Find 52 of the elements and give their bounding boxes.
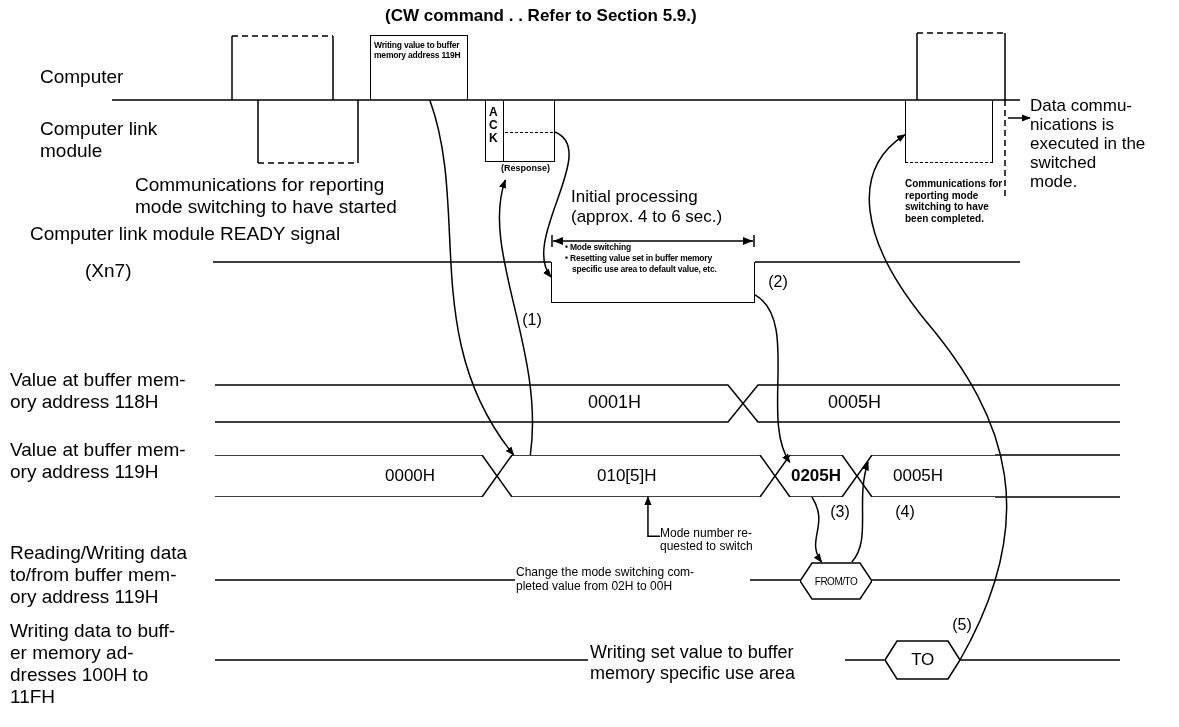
bullet-item: • Mode switching — [565, 242, 632, 254]
pulse-box — [370, 35, 468, 100]
edge-label: (3) — [829, 504, 851, 520]
signal-label: Computer — [40, 66, 125, 88]
bus-value-segment — [775, 455, 857, 497]
hexagon-text: TO — [911, 649, 934, 672]
ack-letters: ACK — [489, 106, 499, 146]
leader-line — [644, 496, 661, 537]
response-text: (Response) — [501, 164, 550, 173]
curved-arrow — [498, 179, 534, 456]
curved-arrow — [868, 133, 1008, 661]
bus-value-segment — [857, 455, 995, 497]
curved-arrow — [851, 461, 870, 563]
signal-label: Value at buffer mem- ory address 118H — [10, 369, 187, 413]
value-text: 010[5]H — [597, 465, 657, 488]
edge-label: (5) — [951, 617, 973, 633]
edge-label: (2) — [767, 274, 789, 290]
pulse-box — [905, 100, 993, 163]
pulse-text: Writing value to buffer memory address 119H — [374, 41, 462, 61]
signal-label: Computer link module READY signal — [30, 223, 342, 245]
hexagon-text: FROM/TO — [814, 574, 858, 589]
signal-label: Change the mode switching com- pleted value from 02H to 00H — [516, 566, 696, 594]
curved-arrow — [811, 496, 823, 563]
signal-label: Writing data to buff- er memory ad- dresses 100H to 11FH — [10, 620, 177, 708]
bus-value-segment — [215, 455, 497, 497]
signal-label: 0001H — [588, 392, 643, 413]
value-text: 0000H — [385, 465, 436, 488]
value-text: 0205H — [789, 465, 843, 488]
signal-label: Communications for reporting mode switching to have been completed. — [905, 178, 1004, 224]
note-text: Mode number re- quested to switch — [660, 527, 788, 554]
curved-arrow — [754, 294, 791, 463]
signal-label: Value at buffer mem- ory address 119H — [10, 439, 187, 483]
curved-arrow — [429, 99, 515, 456]
signal-label: Communications for reporting mode switching to have started — [135, 174, 398, 218]
edge-label: (4) — [894, 504, 916, 520]
title: (CW command . . Refer to Section 5.9.) — [385, 5, 697, 27]
hexagon-box — [800, 562, 872, 600]
value-text: 0005H — [893, 465, 944, 488]
signal-label: Reading/Writing data to/from buffer mem- ory address 119H — [10, 542, 189, 608]
signal-label: (Xn7) — [85, 260, 133, 282]
signal-label: Computer link module — [40, 118, 159, 162]
heading: Initial processing (approx. 4 to 6 sec.) — [571, 187, 724, 227]
note-text: Data commu- nications is executed in the switched mode. — [1030, 96, 1148, 192]
signal-label: 0005H — [828, 392, 883, 413]
edge-label: (1) — [521, 312, 543, 328]
curved-arrow — [1007, 114, 1031, 122]
bus-value-segment — [497, 455, 775, 497]
hexagon-box — [885, 640, 960, 680]
processing-pulse — [551, 187, 755, 303]
bullet-item: • Resetting value set in buffer memory specific use area to default value, etc. — [565, 253, 718, 276]
curved-arrow — [542, 131, 570, 278]
signal-label: Writing set value to buffer memory specific use area — [590, 642, 797, 684]
